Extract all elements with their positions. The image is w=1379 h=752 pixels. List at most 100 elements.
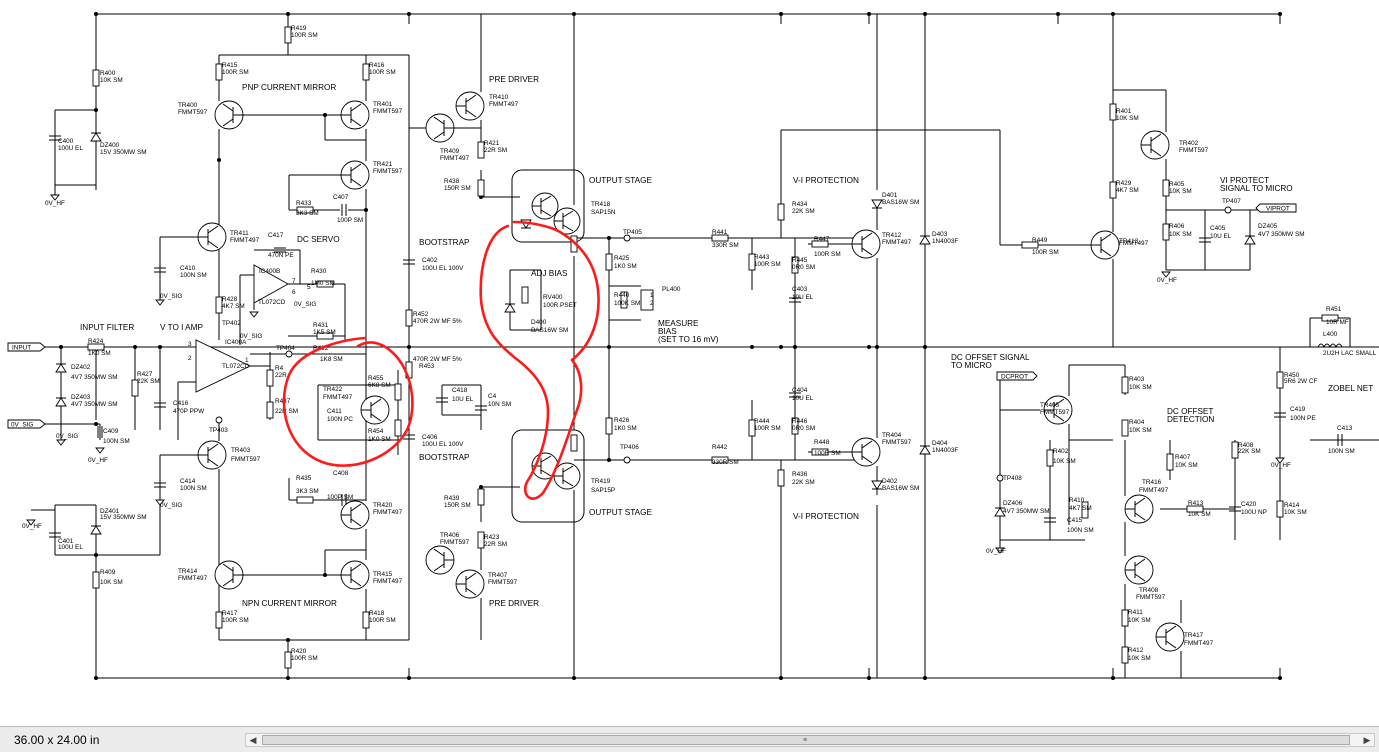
component-label: D404: [932, 440, 948, 447]
ground-symbol: [155, 299, 165, 306]
scroll-right-arrow-icon[interactable]: ▶: [1363, 735, 1371, 745]
component-label: R4: [275, 365, 284, 372]
component-label: TR420: [373, 502, 393, 509]
transistor: [207, 225, 219, 234]
resistor: [1121, 376, 1129, 394]
component-label: 1: [245, 357, 249, 364]
component-label: 10K SM: [1128, 617, 1151, 624]
net-labels: INPUT 0V_SIG VIPROT DCPROT: [7, 203, 1297, 429]
transistor: [350, 178, 362, 187]
resistor: [131, 379, 139, 397]
component-label: R426: [614, 417, 630, 424]
junction-dot: [779, 12, 783, 16]
component-label: 100U EL 100V: [422, 265, 464, 272]
component-label: 0V_SIG: [160, 502, 182, 509]
viprot-net-label: VIPROT: [1266, 206, 1290, 213]
component-label: 0R0 SM: [792, 425, 815, 432]
component-label: C408: [333, 470, 349, 477]
junction-dot: [94, 553, 98, 557]
component-label: 100N SM: [1328, 448, 1355, 455]
component-label: 15V 350MW SM: [100, 149, 147, 156]
component-label: 100P SM: [327, 494, 353, 501]
output-bottom-title: OUTPUT STAGE: [589, 508, 652, 517]
junction-dot: [750, 345, 754, 349]
component-label: TP408: [1003, 475, 1022, 482]
component-label: IC400B: [259, 268, 280, 275]
component-label: 470R 2W MF 5%: [413, 356, 462, 363]
component-label: 10U EL: [1210, 233, 1232, 240]
component-label: D401: [882, 192, 898, 199]
scroll-left-arrow-icon[interactable]: ◀: [249, 735, 257, 745]
junction-dot: [217, 158, 221, 162]
measure-bias-l1: MEASURE: [658, 319, 699, 328]
component-label: 2: [188, 355, 192, 362]
horizontal-scrollbar[interactable]: ◀ ≡ ▶: [245, 733, 1375, 747]
transistor: [433, 548, 445, 557]
resistor: [570, 434, 578, 452]
component-label: 1K0 SM: [614, 425, 637, 432]
component-label: TR417: [1184, 632, 1204, 639]
resistor: [1109, 181, 1117, 199]
component-label: TR410: [489, 94, 509, 101]
component-label: DZ405: [1258, 223, 1278, 230]
component-label: 22R SM: [484, 541, 507, 548]
transistor: [350, 563, 362, 572]
component-label: 10U EL: [792, 395, 814, 402]
component-label: FMMT497: [489, 101, 519, 108]
transistor: [222, 563, 234, 572]
component-label: 10U EL: [792, 294, 814, 301]
component-label: 2U2H LAC SMALL: [1323, 350, 1377, 357]
diode: [90, 132, 102, 142]
resistor: [521, 286, 529, 304]
resistor: [477, 531, 485, 549]
scroll-thumb[interactable]: ≡: [262, 735, 1350, 745]
component-label: 22R: [275, 372, 287, 379]
resistor: [777, 469, 785, 487]
component-label: TP402: [222, 320, 241, 327]
component-label: 0V_SIG: [160, 293, 182, 300]
transistor: [207, 458, 219, 467]
component-label: FMMT497: [323, 394, 353, 401]
ground-symbol: [1275, 457, 1285, 464]
test-point: [623, 234, 631, 242]
component-label: 1M0 SM: [311, 280, 335, 287]
component-label: R453: [419, 363, 435, 370]
resistor: [394, 419, 402, 437]
component-label: DZ402: [71, 364, 91, 371]
resistor: [711, 456, 729, 464]
component-label: 1K5 SM: [313, 329, 336, 336]
transistor: [222, 118, 234, 127]
transistor: [350, 118, 362, 127]
resistor: [1276, 500, 1284, 518]
component-label: C418: [452, 387, 468, 394]
component-label: 0V_HF: [88, 457, 108, 464]
transistor: [861, 440, 873, 449]
component-label: 330R SM: [712, 242, 739, 249]
component-label: C4: [488, 393, 497, 400]
component-label: R413: [1188, 500, 1204, 507]
component-label: C409: [103, 428, 119, 435]
resistor: [1162, 179, 1170, 197]
component-label: 0V_SIG: [56, 433, 78, 440]
component-label: TR402: [1179, 140, 1199, 147]
component-label: TR407: [488, 572, 508, 579]
component-label: SAP15P: [591, 487, 615, 494]
transistor: [1150, 133, 1162, 142]
component-label: C402: [422, 257, 438, 264]
resistor: [92, 571, 100, 589]
measure-bias-l3: (SET TO 16 mV): [658, 335, 719, 344]
transistor: [562, 224, 574, 232]
transistor: [1134, 558, 1146, 567]
transistor: [433, 563, 445, 572]
diode: [994, 507, 1006, 517]
component-label: TP405: [623, 229, 642, 236]
resistor: [316, 280, 334, 288]
component-label: FMMT497: [882, 239, 912, 246]
component-label: 5: [307, 284, 311, 291]
bootstrap-top-title: BOOTSTRAP: [419, 238, 470, 247]
resistor: [605, 253, 613, 271]
transistor: [465, 587, 477, 596]
input-net-label: INPUT: [12, 345, 31, 352]
resistor: [266, 401, 274, 419]
